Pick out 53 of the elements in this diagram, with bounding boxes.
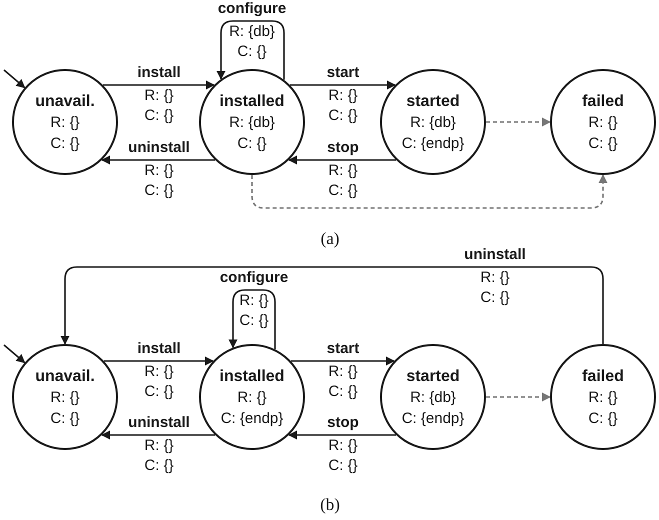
edge-label: install R: {} C: {}	[137, 64, 181, 126]
state-name: started	[406, 92, 460, 112]
state-name: installed	[220, 366, 284, 386]
edge-label: configure R: {db} C: {}	[218, 0, 286, 62]
dashed-arrow	[251, 174, 608, 209]
state-detail: R: {}	[50, 112, 80, 132]
transition-arrow	[290, 356, 395, 366]
transition-arrow	[101, 430, 216, 440]
edge-label: start R: {} C: {}	[326, 340, 360, 402]
state-name: failed	[582, 92, 624, 112]
state-detail: C: {}	[588, 408, 618, 428]
state-detail: C: {}	[50, 408, 80, 428]
subfigure-caption: (a)	[320, 228, 340, 250]
edge-label: uninstall R: {} C: {}	[128, 139, 190, 201]
state-detail: C: {endp}	[402, 134, 464, 154]
transition-arrow	[60, 266, 604, 345]
state-name: installed	[220, 92, 284, 112]
edge-label: install R: {} C: {}	[137, 340, 181, 402]
state-name: failed	[582, 366, 624, 386]
state-detail: R: {db}	[410, 112, 456, 132]
state-detail: C: {}	[588, 134, 618, 154]
transition-arrow	[228, 289, 276, 350]
transition-arrow	[290, 80, 396, 90]
transition-arrow	[216, 20, 285, 80]
state-name: unavail.	[35, 366, 95, 386]
edge-label: uninstall R: {} C: {}	[128, 414, 190, 476]
dashed-arrow	[486, 118, 551, 126]
state-detail: C: {endp}	[220, 408, 284, 428]
state-detail: C: {endp}	[402, 408, 464, 428]
subfigure-caption: (b)	[320, 494, 340, 516]
dashed-arrow	[486, 392, 551, 402]
state-detail: R: {db}	[410, 388, 456, 408]
edge-label: stop R: {} C: {}	[327, 139, 359, 201]
edge-label: configure R: {} C: {}	[220, 269, 288, 331]
state-detail: R: {db}	[229, 112, 275, 132]
transition-arrow	[104, 356, 214, 366]
transition-arrow	[3, 344, 26, 364]
state-detail: C: {}	[237, 134, 267, 154]
state-detail: R: {}	[50, 388, 80, 408]
transition-arrow	[288, 430, 396, 440]
transition-arrow	[101, 156, 216, 164]
state-detail: R: {}	[237, 388, 267, 408]
transition-arrow	[102, 80, 215, 90]
state-name: unavail.	[35, 92, 95, 112]
state-detail: R: {}	[588, 388, 618, 408]
state-detail: C: {}	[50, 134, 80, 154]
transition-arrow	[288, 156, 396, 164]
state-detail: R: {}	[588, 112, 618, 132]
edge-label: uninstall R: {} C: {}	[464, 246, 526, 308]
state-name: started	[406, 366, 460, 386]
edge-label: start R: {} C: {}	[326, 64, 360, 126]
transition-arrow	[3, 69, 26, 88]
edge-label: stop R: {} C: {}	[327, 414, 359, 476]
